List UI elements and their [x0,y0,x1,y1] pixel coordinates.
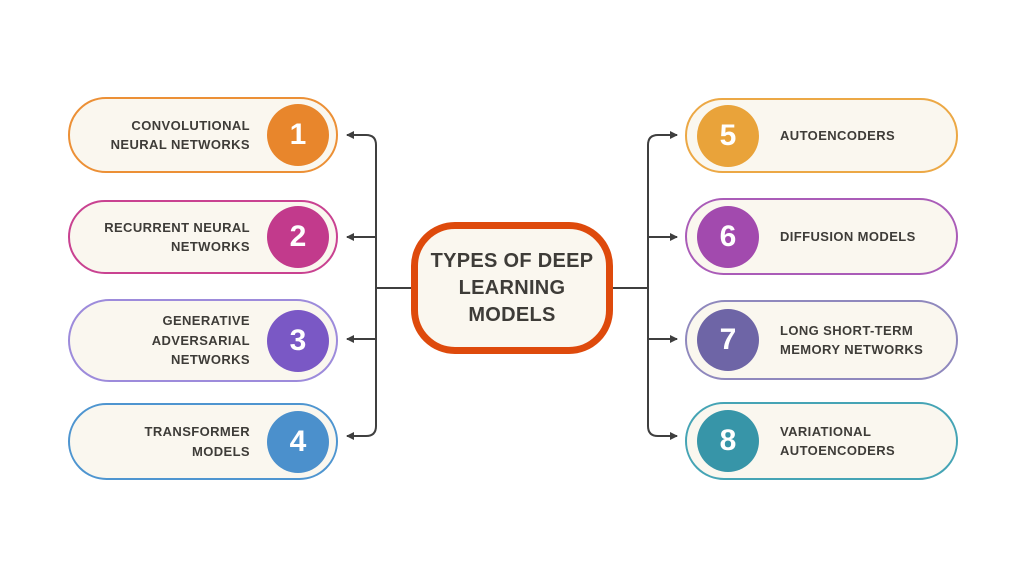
node-label: VARIATIONAL AUTOENCODERS [780,423,896,459]
node-label: TRANSFORMER MODELS [144,424,250,459]
number-badge: 5 [697,104,759,167]
diagram-title: TYPES OF DEEP LEARNING MODELS [430,249,594,326]
number-badge: 7 [697,309,759,371]
number-badge: 2 [267,206,329,268]
node-long-short-term-memory-networks: 7 LONG SHORT-TERM MEMORY NETWORKS [685,300,958,380]
center-node: TYPES OF DEEP LEARNING MODELS [411,222,613,354]
right-trunk-line [647,134,659,437]
number-badge: 8 [697,410,759,472]
left-trunk-line [365,134,377,437]
number-badge: 4 [267,410,329,473]
node-diffusion-models: 6 DIFFUSION MODELS [685,198,958,275]
number-badge: 3 [267,309,329,372]
node-recurrent-neural-networks: RECURRENT NEURAL NETWORKS 2 [68,200,338,274]
node-label: AUTOENCODERS [780,127,896,143]
node-label: DIFFUSION MODELS [780,228,916,244]
node-autoencoders: 5 AUTOENCODERS [685,98,958,173]
node-label: RECURRENT NEURAL NETWORKS [104,219,250,255]
node-label: CONVOLUTIONAL NEURAL NETWORKS [110,117,250,153]
node-transformer-models: TRANSFORMER MODELS 4 [68,403,338,480]
node-generative-adversarial-networks: GENERATIVE ADVERSARIAL NETWORKS 3 [68,299,338,382]
node-convolutional-neural-networks: CONVOLUTIONAL NEURAL NETWORKS 1 [68,97,338,173]
node-variational-autoencoders: 8 VARIATIONAL AUTOENCODERS [685,402,958,480]
number-badge: 6 [697,205,759,268]
node-label: GENERATIVE ADVERSARIAL NETWORKS [151,313,250,368]
node-label: LONG SHORT-TERM MEMORY NETWORKS [780,322,924,358]
number-badge: 1 [267,104,329,166]
